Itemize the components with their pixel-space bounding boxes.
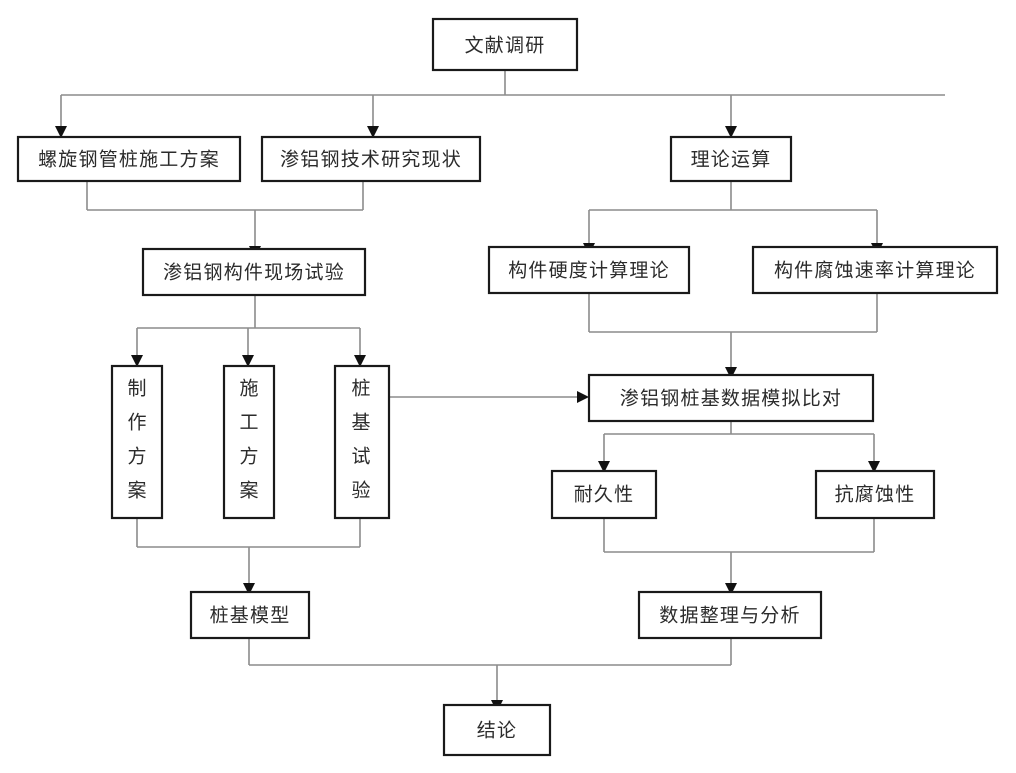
- node-literature-review-box: [431, 17, 579, 72]
- arrowhead-construction-plan: [242, 355, 254, 367]
- node-spiral-pile-plan-label: 螺旋钢管桩施工方案: [38, 149, 220, 171]
- node-conclusion[interactable]: 结论: [442, 703, 552, 757]
- node-theory-calc[interactable]: 理论运算: [669, 135, 793, 183]
- edge-row2-to-field-test: [86, 180, 364, 246]
- arrowhead-spiral-pile-plan: [55, 126, 67, 138]
- arrowhead-data-simulation-left: [577, 391, 589, 403]
- edge-theory-to-subtheories: [588, 181, 878, 243]
- node-pile-test-char-3: 验: [351, 480, 370, 502]
- arrowhead-corrosion-resistance: [868, 461, 880, 473]
- node-pile-test-char-2: 试: [351, 446, 370, 468]
- node-corrosion-resistance-label: 抗腐蚀性: [835, 484, 916, 506]
- node-data-simulation-box: [587, 373, 875, 423]
- node-corrosion-rate-theory[interactable]: 构件腐蚀速率计算理论: [751, 245, 999, 295]
- node-data-simulation-label: 渗铝钢桩基数据模拟比对: [620, 388, 842, 410]
- node-pile-model-label: 桩基模型: [210, 605, 291, 627]
- node-corrosion-resistance-box: [814, 469, 936, 520]
- node-data-analysis-box: [637, 590, 823, 640]
- node-literature-review-label: 文献调研: [465, 35, 546, 57]
- arrowhead-data-analysis: [725, 583, 737, 595]
- node-construction-plan-box: [222, 364, 276, 520]
- node-data-simulation[interactable]: 渗铝钢桩基数据模拟比对: [587, 373, 875, 423]
- node-pile-test-char-0: 桩: [351, 378, 370, 400]
- node-construction-plan[interactable]: 施 工 方 案: [222, 364, 276, 520]
- edge-field-test-to-plans: [136, 295, 361, 355]
- node-pile-model[interactable]: 桩基模型: [189, 590, 311, 640]
- node-alu-steel-status-box: [260, 135, 482, 183]
- node-construction-plan-char-0: 施: [239, 378, 258, 400]
- node-corrosion-rate-theory-box: [751, 245, 999, 295]
- edge-literature-to-row2: [60, 70, 945, 126]
- edge-simulation-to-properties: [603, 421, 875, 461]
- edge-properties-to-analysis: [603, 518, 875, 583]
- arrowhead-durability: [598, 461, 610, 473]
- node-hardness-theory-box: [487, 245, 691, 295]
- node-corrosion-resistance[interactable]: 抗腐蚀性: [814, 469, 936, 520]
- edge-to-conclusion: [248, 628, 732, 700]
- node-hardness-theory[interactable]: 构件硬度计算理论: [487, 245, 691, 295]
- arrowhead-alu-steel-status: [367, 126, 379, 138]
- node-spiral-pile-plan-box: [16, 135, 242, 183]
- node-alu-steel-status-label: 渗铝钢技术研究现状: [280, 149, 462, 171]
- node-pile-test-box: [333, 364, 391, 520]
- edge-subtheories-to-simulation: [588, 293, 878, 367]
- node-fabrication-plan-char-3: 案: [127, 480, 146, 502]
- arrowhead-pile-model: [243, 583, 255, 595]
- node-conclusion-box: [442, 703, 552, 757]
- node-spiral-pile-plan[interactable]: 螺旋钢管桩施工方案: [16, 135, 242, 183]
- node-theory-calc-box: [669, 135, 793, 183]
- node-data-analysis-label: 数据整理与分析: [659, 605, 800, 627]
- node-conclusion-label: 结论: [477, 720, 517, 742]
- node-pile-test[interactable]: 桩 基 试 验: [333, 364, 391, 520]
- node-theory-calc-label: 理论运算: [691, 149, 772, 171]
- node-durability-box: [550, 469, 658, 520]
- node-literature-review[interactable]: 文献调研: [431, 17, 579, 72]
- arrowhead-fabrication-plan: [131, 355, 143, 367]
- node-construction-plan-char-2: 方: [239, 446, 258, 468]
- node-fabrication-plan-box: [110, 364, 164, 520]
- node-field-test-box: [141, 247, 367, 297]
- node-pile-model-box: [189, 590, 311, 640]
- arrowhead-data-simulation-top: [725, 367, 737, 379]
- node-fabrication-plan-char-0: 制: [127, 378, 146, 400]
- node-pile-test-char-1: 基: [351, 412, 370, 434]
- node-hardness-theory-label: 构件硬度计算理论: [508, 260, 670, 282]
- node-field-test[interactable]: 渗铝钢构件现场试验: [141, 247, 367, 297]
- node-durability[interactable]: 耐久性: [550, 469, 658, 520]
- node-construction-plan-char-3: 案: [239, 480, 258, 502]
- edge-plans-to-pile-model: [136, 518, 361, 583]
- node-durability-label: 耐久性: [574, 484, 635, 506]
- connector-layer: [55, 70, 945, 712]
- node-alu-steel-status[interactable]: 渗铝钢技术研究现状: [260, 135, 482, 183]
- node-fabrication-plan[interactable]: 制 作 方 案: [110, 364, 164, 520]
- arrowhead-theory-calc: [725, 126, 737, 138]
- node-fabrication-plan-char-1: 作: [127, 412, 146, 434]
- node-data-analysis[interactable]: 数据整理与分析: [637, 590, 823, 640]
- node-corrosion-rate-theory-label: 构件腐蚀速率计算理论: [774, 260, 976, 282]
- node-field-test-label: 渗铝钢构件现场试验: [163, 262, 345, 284]
- node-fabrication-plan-char-2: 方: [127, 446, 146, 468]
- node-construction-plan-char-1: 工: [239, 412, 258, 434]
- arrowhead-pile-test: [354, 355, 366, 367]
